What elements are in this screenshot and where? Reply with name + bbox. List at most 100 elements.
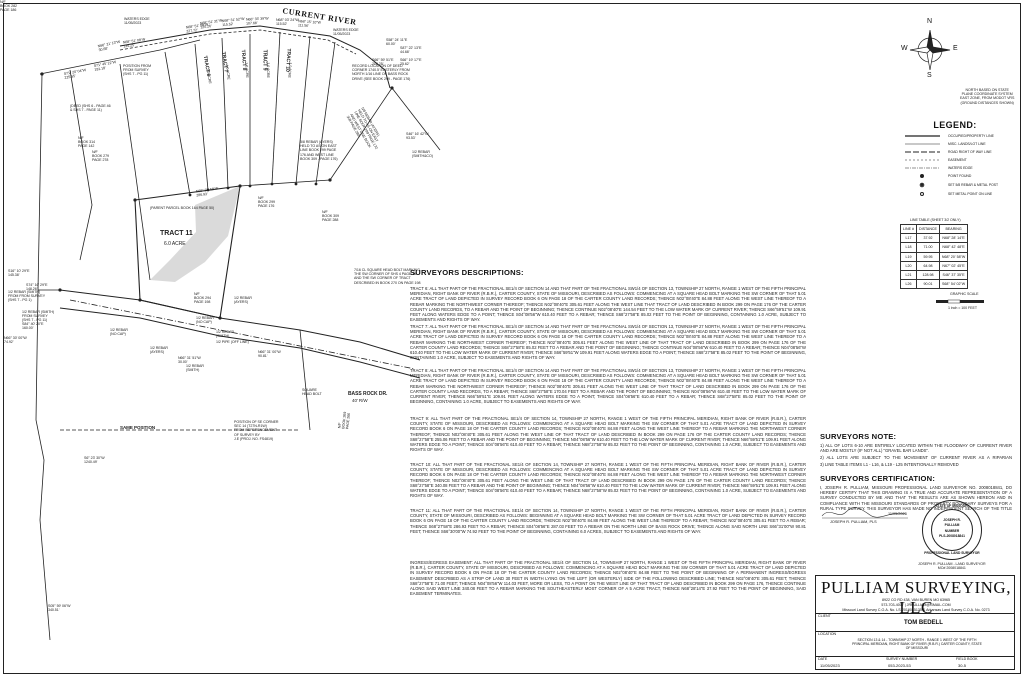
plat-annotation: 1/2 REBAR (SMITH&CO) xyxy=(412,150,433,159)
west-boundary xyxy=(37,73,60,291)
legend-item: POINT FOUND xyxy=(948,174,972,178)
plat-annotation: N66° 30' 00"W 74.92' xyxy=(4,336,27,345)
graphic-scale-bar xyxy=(936,299,984,304)
description-paragraph: TRACT 10: ALL THAT PART OF THE FRACTIONA… xyxy=(410,462,806,499)
tract-line-1 xyxy=(164,51,191,196)
plat-annotation: 1/2 REBAR (AYERS) xyxy=(234,296,252,305)
compass-rose xyxy=(909,29,951,71)
description-paragraph: TRACT 11: ALL THAT PART OF THE FRACTIONA… xyxy=(410,508,806,534)
survey-number-caption: SURVEY NUMBER xyxy=(886,657,918,661)
point-found xyxy=(138,298,142,302)
plat-annotation: S58° 24' 11"E 60.00' xyxy=(386,38,408,47)
legend-symbols xyxy=(905,135,940,196)
south-letter: S xyxy=(927,72,932,79)
west-letter: W xyxy=(901,45,908,52)
plat-annotation: 1/2 REBAR (NO CAP) xyxy=(196,316,214,325)
line-table-cell: L17 xyxy=(900,233,917,244)
plat-annotation: N/F BOOK 294 PAGE 198 xyxy=(194,292,211,305)
description-paragraph: TRACT 6: ALL THAT PART OF THE FRACTIONAL… xyxy=(410,286,806,322)
plat-annotation: S16° 10' 29"E 145.38' xyxy=(8,269,30,278)
plat-annotation: S46° 16' 42"W 93.53' xyxy=(406,132,429,141)
signature-date: 11/05/2023 xyxy=(888,512,907,516)
note-item: 1) ALL OF LOTS 6-10 ARE ENTIRELY LOCATED… xyxy=(820,443,1012,454)
inner-west-line xyxy=(69,69,93,261)
line-table-header: BEARING xyxy=(938,223,969,235)
note-item: 2) ALL LOTS ARE SUBJECT TO THE MOVEMENT … xyxy=(820,455,1012,461)
road-east-line xyxy=(299,329,311,431)
east-line xyxy=(329,87,393,181)
bass-rock-drive-south xyxy=(59,307,421,379)
field-book: 30-5 xyxy=(958,663,967,668)
description-paragraph: INGRESS/EGRESS EASEMENT: ALL THAT PART O… xyxy=(410,560,806,597)
plat-annotation: S66° 59' 51"E 200.25' xyxy=(372,58,394,67)
easement-strip xyxy=(150,186,240,282)
point-found xyxy=(238,184,242,188)
survey-sheet xyxy=(3,3,1021,674)
location-text: SECTION 13 & 14 - TOWNSHIP 27 NORTH - RA… xyxy=(852,638,982,650)
line-table-cell: 71.00 xyxy=(916,242,940,253)
company-license: Missouri Land Survey C.O.A. No. LS-20190… xyxy=(842,608,990,612)
line-table-header: LINE # xyxy=(900,223,917,235)
line-table-title: LINE TABLE (SHEET 3/2 ONLY) xyxy=(910,218,961,222)
plat-annotation: 1/2 REBAR (NO CAP) xyxy=(110,328,128,337)
plat-annotation: WATERS EDGE 11/05/2023 xyxy=(333,28,359,37)
line-table-cell: S46° 37' 35"E xyxy=(938,269,969,281)
surveyor-seal: STATE OF MISSOURI JOSEPH R. PULLIAM NUMB… xyxy=(922,500,982,560)
line-table-header: DISTANCE xyxy=(916,223,940,235)
plat-annotation: 1/2 REBAR (SMITH) xyxy=(186,364,204,373)
tract-line-6 xyxy=(295,35,311,185)
legend-item: ROAD RIGHT OF WAY LINE xyxy=(948,150,992,154)
signer-full: JOSEPH R. PULLIAM - LAND SURVEYOR MO# 20… xyxy=(918,562,986,571)
plat-annotation: N68° 03' 24"W 115.52' xyxy=(276,18,299,27)
point-set xyxy=(294,182,298,186)
plat-annotation: S74° 16' 29"E 148.26' xyxy=(26,283,48,292)
client-caption: CLIENT xyxy=(818,614,831,618)
line-table-cell: 128.98 xyxy=(916,269,940,281)
point-found xyxy=(328,178,332,182)
plat-annotation: N/F BOOK 269 PAGE 266 xyxy=(337,411,352,430)
tract-south-line xyxy=(239,179,331,187)
tract-11-label: TRACT 11 xyxy=(160,230,193,237)
line-table-cell: L18 xyxy=(900,242,917,253)
client-name: TOM BEDELL xyxy=(904,620,943,626)
tract-line-3 xyxy=(221,37,229,189)
waters-edge-line xyxy=(119,25,391,89)
road-label: BASS ROCK DR. xyxy=(348,391,388,397)
company-phone: 573-703-4007 | JRPULLIAM@GMAIL.COM xyxy=(881,603,951,607)
tract-line-7 xyxy=(315,41,336,185)
legend-item: SET METAL POINT ON LINE xyxy=(948,192,993,196)
east-letter: E xyxy=(953,45,958,52)
line-table-cell: N68° 28' 14"E xyxy=(938,233,969,244)
parcel-line-a xyxy=(119,63,151,281)
plat-annotation: N/F BOOK 299 PAGE 176 xyxy=(258,196,275,209)
east-line-2 xyxy=(391,87,441,151)
point-found xyxy=(58,288,62,292)
line-table-cell: L19 xyxy=(900,251,917,262)
survey-date: 11/05/2023 xyxy=(820,663,840,668)
plat-annotation: N66° 31' 51"W 30.00' xyxy=(178,356,201,365)
point-set xyxy=(206,188,210,192)
description-paragraph: TRACT 9: ALL THAT PART OF THE FRACTIONAL… xyxy=(410,416,806,453)
point-found xyxy=(40,72,44,76)
point-set xyxy=(188,193,192,197)
plat-annotation: 1/2 PIPE (OFF LINE) xyxy=(216,340,249,344)
line-table-cell: N68° 20' 58"W xyxy=(938,251,969,262)
line-table-cell: L26 xyxy=(900,279,917,290)
plat-annotation: S6° 23' 30"W 1240.49' xyxy=(84,456,105,465)
title-block: PULLIAM SURVEYING, LLC 8922 CO RD 438, V… xyxy=(815,575,1015,670)
legend-title: LEGEND: xyxy=(933,120,977,130)
scale-title: GRAPHIC SCALE xyxy=(950,292,979,296)
plat-annotation: N/F BOOK 314 PAGE 142 xyxy=(78,136,95,149)
plat-annotation: S66° 19' 17"E 25.62' xyxy=(400,58,422,67)
plat-annotation: SQUARE HEAD BOLT xyxy=(302,388,322,397)
plat-annotation: 5/8 REBAR (AYERS) HELD TO AS ON EAST LIN… xyxy=(300,140,338,161)
line-table-cell: L20 xyxy=(900,260,917,271)
plat-annotation: POSITION OF SE CORNER SEC 14 (T27N-R1W) … xyxy=(234,420,279,441)
legend-item: SET 5/8 REBAR & METAL POST xyxy=(948,183,999,187)
